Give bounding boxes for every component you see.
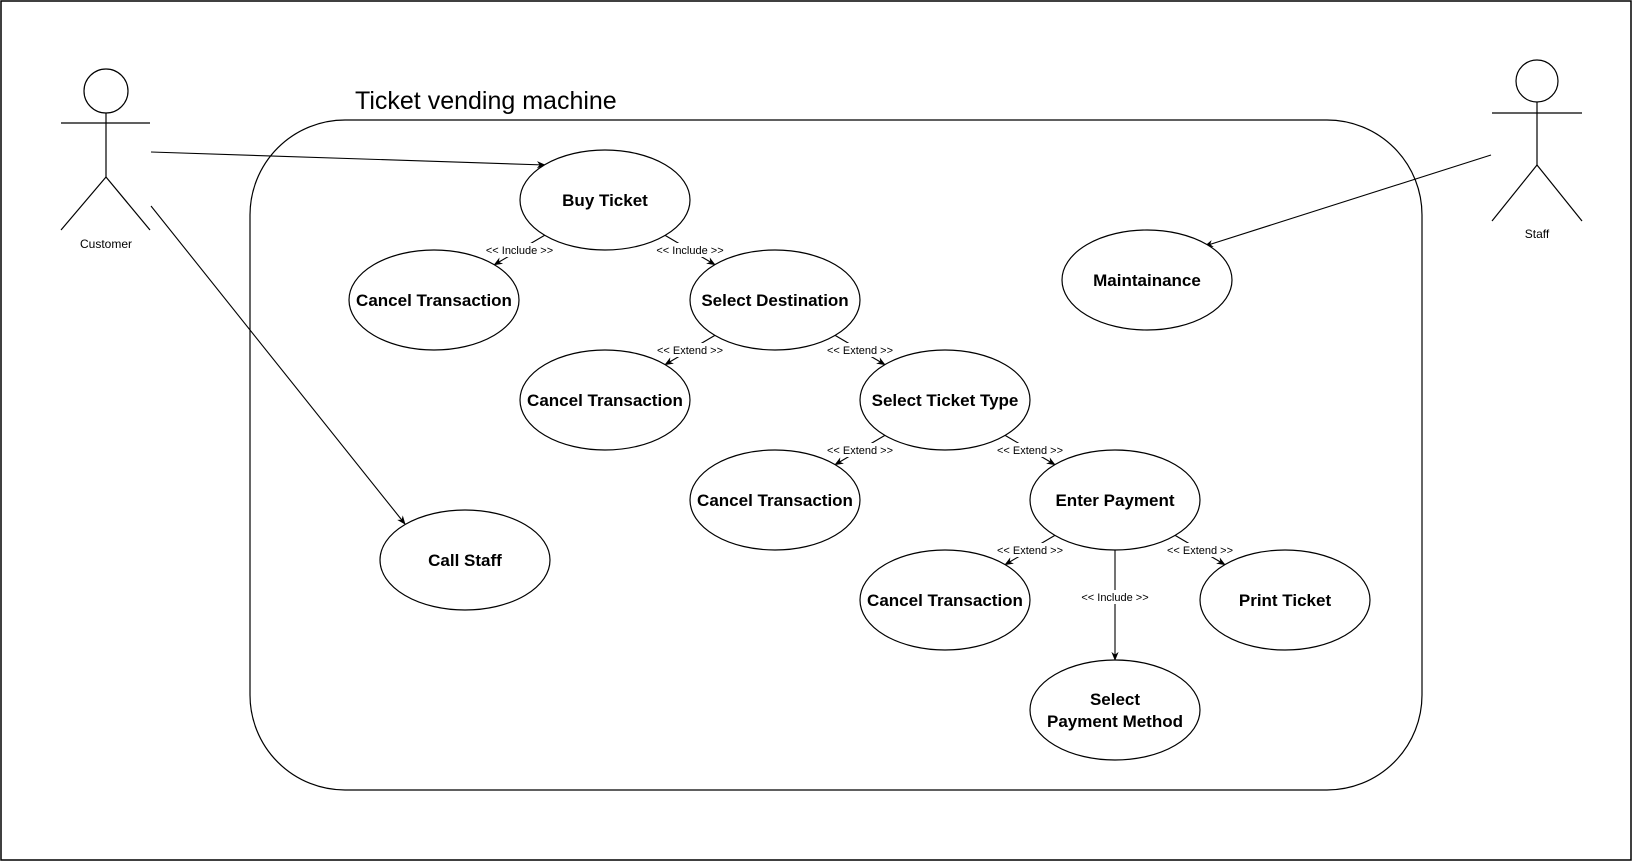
stereotype-label-bg [824, 443, 896, 457]
use-case-cancel-1[interactable]: Cancel Transaction [348, 249, 520, 351]
actor-customer-label: Customer [80, 237, 132, 251]
stereotype-label: << Extend >> [997, 445, 1063, 457]
stereotype-label-bg [481, 243, 558, 257]
use-case-ellipse [1029, 449, 1201, 551]
stereotype-label-bg [994, 543, 1066, 557]
stereotype-label: << Extend >> [827, 445, 893, 457]
use-case-ellipse [519, 349, 691, 451]
use-case-cancel-3[interactable]: Cancel Transaction [689, 449, 861, 551]
stereotype-label: << Extend >> [1167, 545, 1233, 557]
use-case-cancel-4[interactable]: Cancel Transaction [859, 549, 1031, 651]
system-boundary [249, 119, 1423, 791]
use-case-select-destination[interactable]: Select Destination [689, 249, 861, 351]
stereotype-label-bg [1076, 590, 1154, 604]
use-case-ellipse [859, 349, 1031, 451]
stereotype-label-bg [1164, 543, 1236, 557]
use-case-label: Cancel Transaction [867, 591, 1023, 610]
use-case-label: Cancel Transaction [697, 491, 853, 510]
use-case-ellipse [379, 509, 551, 611]
use-case-ellipse [348, 249, 520, 351]
use-case-ellipse [1061, 229, 1233, 331]
stereotype-label-bg [654, 343, 726, 357]
use-case-label: Cancel Transaction [356, 291, 512, 310]
use-case-label: Enter Payment [1055, 491, 1174, 510]
relation-customer-to-call-staff [150, 205, 406, 525]
actor-right-leg [1536, 164, 1583, 222]
actor-customer[interactable]: Customer [60, 68, 151, 251]
use-case-ellipse [519, 149, 691, 251]
use-case-maintainance[interactable]: Maintainance [1061, 229, 1233, 331]
use-case-call-staff[interactable]: Call Staff [379, 509, 551, 611]
actor-head [1515, 59, 1559, 103]
use-case-enter-payment[interactable]: Enter Payment [1029, 449, 1201, 551]
actor-left-leg [1491, 164, 1538, 222]
actor-staff[interactable]: Staff [1491, 59, 1583, 241]
stereotype-label: << Include >> [656, 245, 723, 257]
use-case-label: Maintainance [1093, 271, 1201, 290]
use-case-cancel-2[interactable]: Cancel Transaction [519, 349, 691, 451]
use-case-label: Select Ticket Type [872, 391, 1019, 410]
use-case-ellipse [689, 449, 861, 551]
use-case-label: Call Staff [428, 551, 502, 570]
use-case-label: Buy Ticket [562, 191, 648, 210]
use-case-label: Select Destination [701, 291, 848, 310]
actor-left-leg [60, 176, 107, 231]
stereotype-label-bg [824, 343, 896, 357]
actor-right-leg [105, 176, 151, 231]
system-title: Ticket vending machine [355, 87, 617, 115]
use-case-label: Cancel Transaction [527, 391, 683, 410]
relation-staff-to-maintainance [1204, 154, 1492, 247]
stereotype-label: << Include >> [486, 245, 553, 257]
use-case-select-ticket-type[interactable]: Select Ticket Type [859, 349, 1031, 451]
stereotype-label: << Extend >> [997, 545, 1063, 557]
stereotype-label-bg [651, 243, 729, 257]
stereotype-label: << Include >> [1081, 592, 1148, 604]
actor-staff-label: Staff [1525, 227, 1550, 241]
stereotype-label-bg [994, 443, 1066, 457]
relation-customer-to-buy-ticket [150, 151, 546, 169]
actor-head [83, 68, 129, 114]
stereotype-label: << Extend >> [657, 345, 723, 357]
use-case-ellipse [689, 249, 861, 351]
use-case-ellipse [859, 549, 1031, 651]
stereotype-label: << Extend >> [827, 345, 893, 357]
use-case-label: Print Ticket [1239, 591, 1332, 610]
use-case-buy-ticket[interactable]: Buy Ticket [519, 149, 691, 251]
use-case-ellipse [1199, 549, 1371, 651]
use-case-ellipse [1029, 659, 1201, 761]
use-case-print-ticket[interactable]: Print Ticket [1199, 549, 1371, 651]
